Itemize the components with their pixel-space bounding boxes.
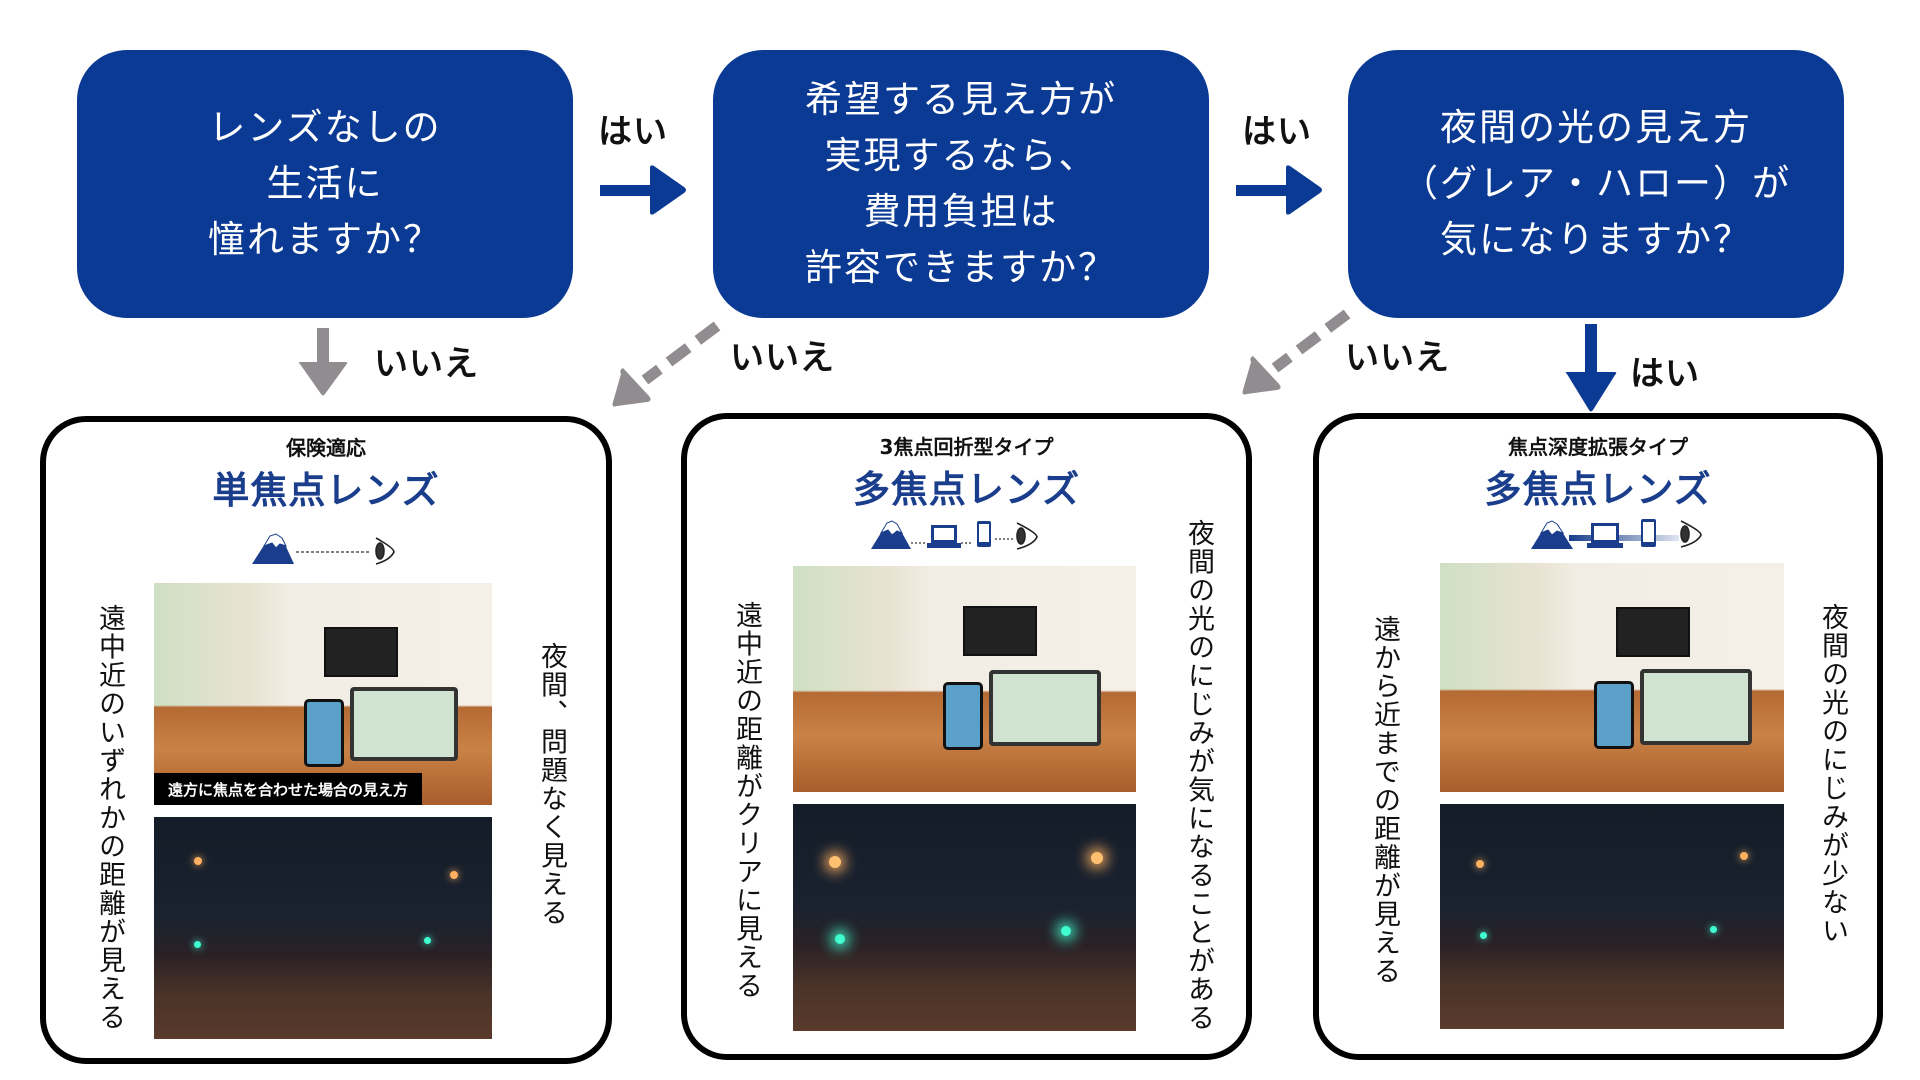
card-title: 多焦点レンズ <box>1484 468 1712 511</box>
right-arrow-icon <box>600 165 686 215</box>
card-subtitle: 保険適応 <box>286 436 366 460</box>
result-card-edof: 焦点深度拡張タイプ 多焦点レンズ <box>1313 413 1883 1060</box>
phone-icon <box>1641 519 1656 547</box>
question-line: 実現するなら、 <box>824 134 1098 177</box>
mountain-icon <box>252 533 294 564</box>
question-line: 憧れますか？ <box>208 218 442 261</box>
mountain-icon <box>871 520 911 549</box>
phone-icon <box>977 521 991 547</box>
eye-icon <box>1680 520 1702 548</box>
diagonal-dashed-arrow-icon <box>612 321 721 407</box>
diagonal-dashed-arrow-icon <box>1242 309 1351 395</box>
card-right-description: 夜間、問題なく見える <box>536 642 567 927</box>
question-line: 生活に <box>266 162 384 205</box>
down-arrow-icon <box>298 328 348 396</box>
night-street-photo <box>1440 804 1784 1029</box>
living-room-photo <box>793 566 1136 792</box>
result-card-monofocal: 保険適応 単焦点レンズ 遠方に焦点を合わせた場合の見え方 遠中近のいずれかの距離… <box>40 416 612 1064</box>
focus-range-icons <box>1531 519 1702 549</box>
question-box-lens-free-life: レンズなしの 生活に 憧れますか？ <box>77 50 573 318</box>
question-line: 希望する見え方が <box>805 78 1117 121</box>
night-street-photo <box>154 817 492 1039</box>
right-arrow-icon <box>1236 165 1322 215</box>
yes-label-1: はい <box>598 112 668 152</box>
laptop-icon <box>927 525 961 548</box>
living-room-photo <box>1440 563 1784 792</box>
card-title: 多焦点レンズ <box>852 468 1081 511</box>
card-left-description: 遠中近の距離がクリアに見える <box>731 601 762 1000</box>
no-label-2: いいえ <box>730 338 835 378</box>
question-line: 費用負担は <box>863 190 1059 233</box>
question-line: 許容できますか？ <box>805 246 1117 289</box>
card-right-description: 夜間の光のにじみが気になることがある <box>1183 519 1214 1032</box>
night-street-photo <box>793 804 1136 1031</box>
question-box-cost-acceptance: 希望する見え方が 実現するなら、 費用負担は 許容できますか？ <box>713 50 1209 318</box>
card-subtitle: 焦点深度拡張タイプ <box>1508 435 1688 459</box>
living-room-photo: 遠方に焦点を合わせた場合の見え方 <box>154 583 492 805</box>
question-line: 気になりますか？ <box>1440 218 1752 261</box>
laptop-icon <box>1587 523 1623 548</box>
card-left-description: 遠中近のいずれかの距離が見える <box>94 604 125 1032</box>
card-left-description: 遠から近までの距離が見える <box>1369 615 1400 986</box>
eye-icon <box>1016 522 1038 550</box>
focus-range-icons <box>252 533 395 565</box>
card-title: 単焦点レンズ <box>212 469 440 512</box>
card-right-description: 夜間の光のにじみが少ない <box>1817 603 1848 945</box>
card-subtitle: 3焦点回折型タイプ <box>879 435 1054 459</box>
result-card-trifocal: 3焦点回折型タイプ 多焦点レンズ 遠中近の距 <box>681 413 1252 1060</box>
eye-icon <box>375 537 395 565</box>
question-box-night-glare: 夜間の光の見え方 （グレア・ハロー）が 気になりますか？ <box>1348 50 1844 318</box>
question-line: 夜間の光の見え方 <box>1440 106 1752 149</box>
yes-label-3: はい <box>1630 354 1700 394</box>
question-line: （グレア・ハロー）が <box>1401 162 1791 205</box>
photo-caption: 遠方に焦点を合わせた場合の見え方 <box>154 773 423 805</box>
down-arrow-icon <box>1565 324 1617 412</box>
yes-label-2: はい <box>1242 112 1312 152</box>
mountain-icon <box>1531 520 1573 549</box>
question-line: レンズなしの <box>208 106 442 149</box>
focus-range-icons <box>871 520 1038 550</box>
no-label-1: いいえ <box>374 344 479 384</box>
no-label-3: いいえ <box>1345 338 1450 378</box>
